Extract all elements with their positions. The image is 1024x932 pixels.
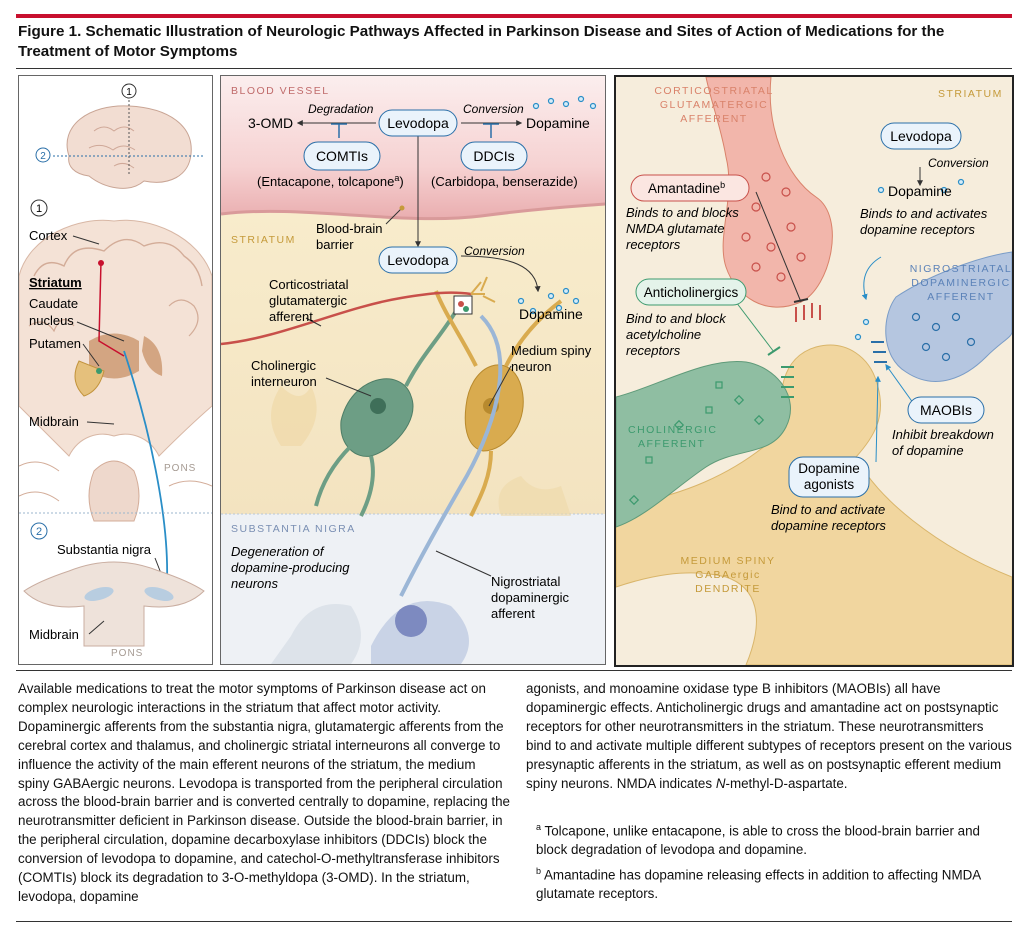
label-nda-1: NIGROSTRIATAL xyxy=(910,263,1012,275)
label-msn-1: Medium spiny xyxy=(511,343,592,358)
label-substantia-nigra-mid: SUBSTANTIA NIGRA xyxy=(231,523,356,535)
caption-rule-top xyxy=(16,670,1012,671)
pill-dopamine-agonists-1: Dopamine xyxy=(798,461,860,476)
pons-label-coronal: PONS xyxy=(164,463,196,474)
label-nigro-1: Nigrostriatal xyxy=(491,574,560,589)
pill-levodopa-top: Levodopa xyxy=(387,115,449,131)
label-striatum: Striatum xyxy=(29,275,82,290)
label-cholinergic-afferent-2: AFFERENT xyxy=(638,438,705,450)
footnote-a: a Tolcapone, unlike entacapone, is able … xyxy=(526,818,1012,860)
figure-title: Figure 1. Schematic Illustration of Neur… xyxy=(18,23,945,60)
label-putamen: Putamen xyxy=(29,336,81,351)
pill-dopamine-agonists-2: agonists xyxy=(804,477,855,492)
label-3-omd: 3-OMD xyxy=(248,115,293,131)
synapse-illustration: CORTICOSTRIATAL GLUTAMATERGIC AFFERENT S… xyxy=(616,77,1012,665)
label-degradation: Degradation xyxy=(308,102,374,116)
caption-rule-bottom xyxy=(16,921,1012,922)
agonists-desc-1: Bind to and activate xyxy=(771,502,885,517)
maobis-desc-1: Inhibit breakdown xyxy=(892,427,994,442)
label-corticostriatal-1: Corticostriatal xyxy=(269,277,349,292)
panel-blood-vessel-striatum: BLOOD VESSEL Degradation Conversion 3-OM… xyxy=(220,75,606,665)
label-cholinergic-2: interneuron xyxy=(251,374,317,389)
label-comtis-examples: (Entacapone, tolcaponea) xyxy=(257,173,404,189)
antichol-desc-1: Bind to and block xyxy=(626,311,727,326)
dopamine-desc-1: Binds to and activates xyxy=(860,206,988,221)
label-midbrain: Midbrain xyxy=(29,414,79,429)
label-caudate-1: Caudate xyxy=(29,296,78,311)
label-degeneration-3: neurons xyxy=(231,576,278,591)
label-nda-3: AFFERENT xyxy=(927,291,994,303)
label-bbb-1: Blood-brain xyxy=(316,221,383,236)
antichol-desc-2: acetylcholine xyxy=(626,327,701,342)
label-msn-2: neuron xyxy=(511,359,551,374)
amantadine-desc-1: Binds to and blocks xyxy=(626,205,739,220)
label-ddcis-examples: (Carbidopa, benserazide) xyxy=(431,174,578,189)
label-cholinergic-1: Cholinergic xyxy=(251,358,317,373)
label-striatum-right: STRIATUM xyxy=(938,88,1003,100)
footnote-b: b Amantadine has dopamine releasing effe… xyxy=(526,862,1012,904)
label-degeneration-2: dopamine-producing xyxy=(231,560,350,575)
label-degeneration-1: Degeneration of xyxy=(231,544,325,559)
title-rule xyxy=(16,68,1012,69)
footnote-a-text: Tolcapone, unlike entacapone, is able to… xyxy=(536,823,980,858)
panel-brain-anatomy: 1 2 PONS 1 Cortex Striatum Caudate nucle… xyxy=(18,75,213,665)
title-accent-bar xyxy=(16,14,1012,18)
label-dopamine-right: Dopamine xyxy=(888,183,952,199)
agonists-desc-2: dopamine receptors xyxy=(771,518,886,533)
label-striatum-mid: STRIATUM xyxy=(231,234,296,246)
pill-anticholinergics: Anticholinergics xyxy=(644,285,739,300)
caption-column-1: Available medications to treat the motor… xyxy=(18,680,510,907)
label-bbb-2: barrier xyxy=(316,237,354,252)
label-blood-vessel: BLOOD VESSEL xyxy=(231,85,330,97)
pill-ddcis: DDCIs xyxy=(473,148,514,164)
label-corticostriatal-2: glutamatergic xyxy=(269,293,348,308)
pill-maobis: MAOBIs xyxy=(920,402,972,418)
marker-1-section: 1 xyxy=(36,203,42,215)
label-msgd-2: GABAergic xyxy=(695,569,760,581)
panel-synapse-detail: CORTICOSTRIATAL GLUTAMATERGIC AFFERENT S… xyxy=(614,75,1014,667)
label-cga-1: CORTICOSTRIATAL xyxy=(654,85,773,97)
footnote-a-mark: a xyxy=(536,822,542,832)
footnote-b-text: Amantadine has dopamine releasing effect… xyxy=(536,867,981,902)
label-nigro-3: afferent xyxy=(491,606,535,621)
antichol-desc-3: receptors xyxy=(626,343,681,358)
label-conversion-right: Conversion xyxy=(928,156,989,170)
label-nigro-2: dopaminergic xyxy=(491,590,570,605)
marker-1-top: 1 xyxy=(126,87,132,98)
amantadine-desc-3: receptors xyxy=(626,237,681,252)
pill-amantadine: Amantadineb xyxy=(648,180,725,196)
pons-label-axial: PONS xyxy=(111,648,143,659)
marker-2-section: 2 xyxy=(36,526,42,538)
label-dopamine-mid: Dopamine xyxy=(519,306,583,322)
amantadine-desc-2: NMDA glutamate xyxy=(626,221,725,236)
marker-2-top: 2 xyxy=(40,151,46,162)
label-msgd-1: MEDIUM SPINY xyxy=(680,555,775,567)
caption-text-1: Available medications to treat the motor… xyxy=(18,681,511,904)
caption-text-2: agonists, and monoamine oxidase type B i… xyxy=(526,681,1012,791)
pill-comtis: COMTIs xyxy=(316,148,368,164)
label-midbrain-2: Midbrain xyxy=(29,627,79,642)
pill-levodopa-mid: Levodopa xyxy=(387,252,449,268)
label-conversion-mid: Conversion xyxy=(464,244,525,258)
label-nda-2: DOPAMINERGIC xyxy=(911,277,1010,289)
footnote-b-mark: b xyxy=(536,866,542,876)
label-substantia-nigra: Substantia nigra xyxy=(57,542,152,557)
label-msgd-3: DENDRITE xyxy=(695,583,761,595)
label-cortex: Cortex xyxy=(29,228,68,243)
caption-column-2: agonists, and monoamine oxidase type B i… xyxy=(526,680,1012,793)
label-dopamine-top: Dopamine xyxy=(526,115,590,131)
brain-anatomy-illustration: 1 2 PONS 1 Cortex Striatum Caudate nucle… xyxy=(19,83,212,659)
label-conversion-top: Conversion xyxy=(463,102,524,116)
label-corticostriatal-3: afferent xyxy=(269,309,313,324)
label-cholinergic-afferent-1: CHOLINERGIC xyxy=(628,424,717,436)
pill-levodopa-right: Levodopa xyxy=(890,128,952,144)
maobis-desc-2: of dopamine xyxy=(892,443,964,458)
label-cga-2: GLUTAMATERGIC xyxy=(660,99,768,111)
dopamine-desc-2: dopamine receptors xyxy=(860,222,975,237)
label-caudate-2: nucleus xyxy=(29,313,74,328)
striatum-illustration: BLOOD VESSEL Degradation Conversion 3-OM… xyxy=(221,76,605,664)
label-cga-3: AFFERENT xyxy=(680,113,747,125)
